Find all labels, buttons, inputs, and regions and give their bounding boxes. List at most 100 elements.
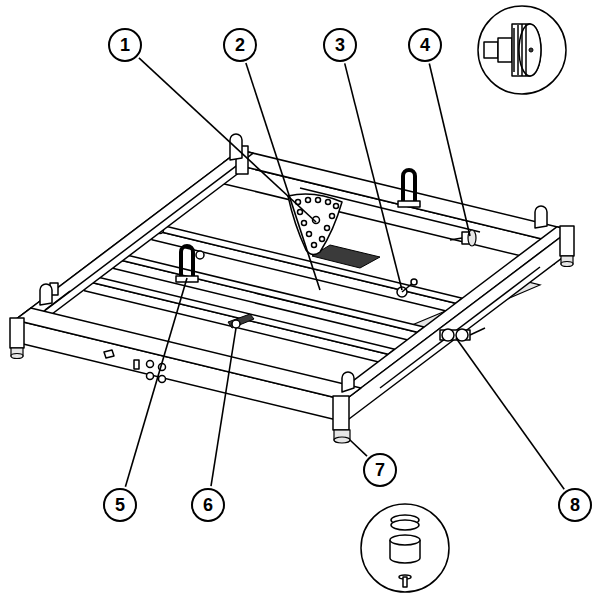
- knob-inset: [519, 24, 541, 76]
- knob-inset: [513, 28, 515, 72]
- angle-plate: [298, 210, 303, 215]
- angle-plate: [325, 226, 330, 231]
- callout-number: 7: [363, 453, 397, 487]
- leader-line: [345, 63, 402, 290]
- knob-inset: [529, 48, 533, 52]
- leader-line: [125, 278, 187, 487]
- leader-line: [429, 64, 470, 237]
- knob-inset: [519, 24, 541, 76]
- angle-plate: [306, 198, 311, 203]
- locking-pin: [196, 251, 204, 259]
- callout-text: 8: [570, 496, 580, 514]
- angle-plate: [302, 221, 307, 226]
- foot-inset: [391, 520, 419, 530]
- foot-inset: [361, 504, 449, 592]
- locking-pin: [411, 279, 417, 285]
- side-beam: [345, 230, 570, 422]
- corner-ear: [535, 206, 547, 228]
- side-pin-set: [470, 328, 485, 335]
- foot-inset: [403, 577, 407, 587]
- front-beam: [15, 308, 361, 422]
- callout-text: 2: [235, 36, 245, 54]
- callout-text: 5: [115, 496, 125, 514]
- corner-ear: [40, 134, 547, 392]
- leader-line: [211, 328, 236, 486]
- corner-post: [10, 146, 574, 430]
- leader-line: [246, 63, 320, 290]
- shackle: [403, 170, 415, 205]
- side-beam: [15, 150, 253, 323]
- corner-post: [560, 226, 574, 256]
- corner-ear: [342, 372, 354, 392]
- callout-text: 7: [375, 461, 385, 479]
- callout-text: 6: [203, 496, 213, 514]
- callout-number: 5: [103, 488, 137, 522]
- corner-post: [10, 318, 24, 348]
- angle-plate: [320, 237, 325, 242]
- side-pin-set: [440, 330, 470, 340]
- corner-ear: [40, 284, 52, 305]
- rubber-foot: [11, 256, 573, 443]
- callout-number: 3: [323, 28, 357, 62]
- knob-inset: [521, 24, 523, 76]
- front-beam: [134, 360, 139, 369]
- front-beam: [15, 308, 361, 400]
- knob: [450, 230, 476, 246]
- rail: [152, 225, 462, 304]
- handle: [228, 314, 254, 328]
- knob-inset: [498, 38, 512, 62]
- back-beam: [224, 150, 570, 264]
- callout-number: 4: [408, 28, 442, 62]
- side-pin-set: [440, 328, 485, 341]
- callout-number: 6: [191, 488, 225, 522]
- leader-line: [456, 338, 564, 489]
- rubber-foot: [334, 437, 350, 443]
- angle-plate: [307, 232, 312, 237]
- callout-text: 3: [335, 36, 345, 54]
- knob-inset: [478, 6, 566, 94]
- side-pin-set: [442, 329, 454, 341]
- angle-plate: [312, 243, 317, 248]
- knob-inset: [484, 42, 498, 58]
- angle-plate: [330, 214, 335, 219]
- side-beam: [380, 267, 540, 388]
- callout-number: 1: [108, 28, 142, 62]
- side-beam: [332, 227, 570, 400]
- back-beam: [224, 150, 570, 242]
- knob-inset: [517, 25, 519, 75]
- leader-line: [125, 58, 564, 489]
- handle: [228, 314, 254, 328]
- back-beam: [224, 162, 554, 264]
- foot-inset: [390, 535, 420, 545]
- rubber-foot: [561, 262, 573, 267]
- callout-number: 8: [558, 488, 592, 522]
- callout-text: 1: [120, 36, 130, 54]
- shackle: [176, 246, 198, 282]
- knob-inset: [478, 6, 566, 94]
- handle: [232, 320, 240, 328]
- front-beam: [147, 373, 154, 380]
- angle-plate: [316, 198, 321, 203]
- locking-pin: [157, 227, 418, 298]
- rubber-foot: [11, 354, 23, 359]
- callout-number: 2: [223, 28, 257, 62]
- knob: [450, 238, 462, 240]
- callout-text: 4: [420, 36, 430, 54]
- front-beam: [159, 376, 166, 383]
- front-beam: [15, 320, 345, 422]
- shackle: [398, 170, 420, 207]
- angle-plate: [334, 204, 339, 209]
- knob-inset: [525, 24, 527, 76]
- angle-plate: [326, 200, 331, 205]
- front-beam: [147, 361, 154, 368]
- front-beam: [104, 350, 114, 358]
- shackle: [181, 246, 193, 280]
- corner-post: [333, 396, 349, 430]
- shackle: [398, 201, 420, 207]
- side-beam: [332, 227, 570, 422]
- leader-line: [350, 440, 367, 456]
